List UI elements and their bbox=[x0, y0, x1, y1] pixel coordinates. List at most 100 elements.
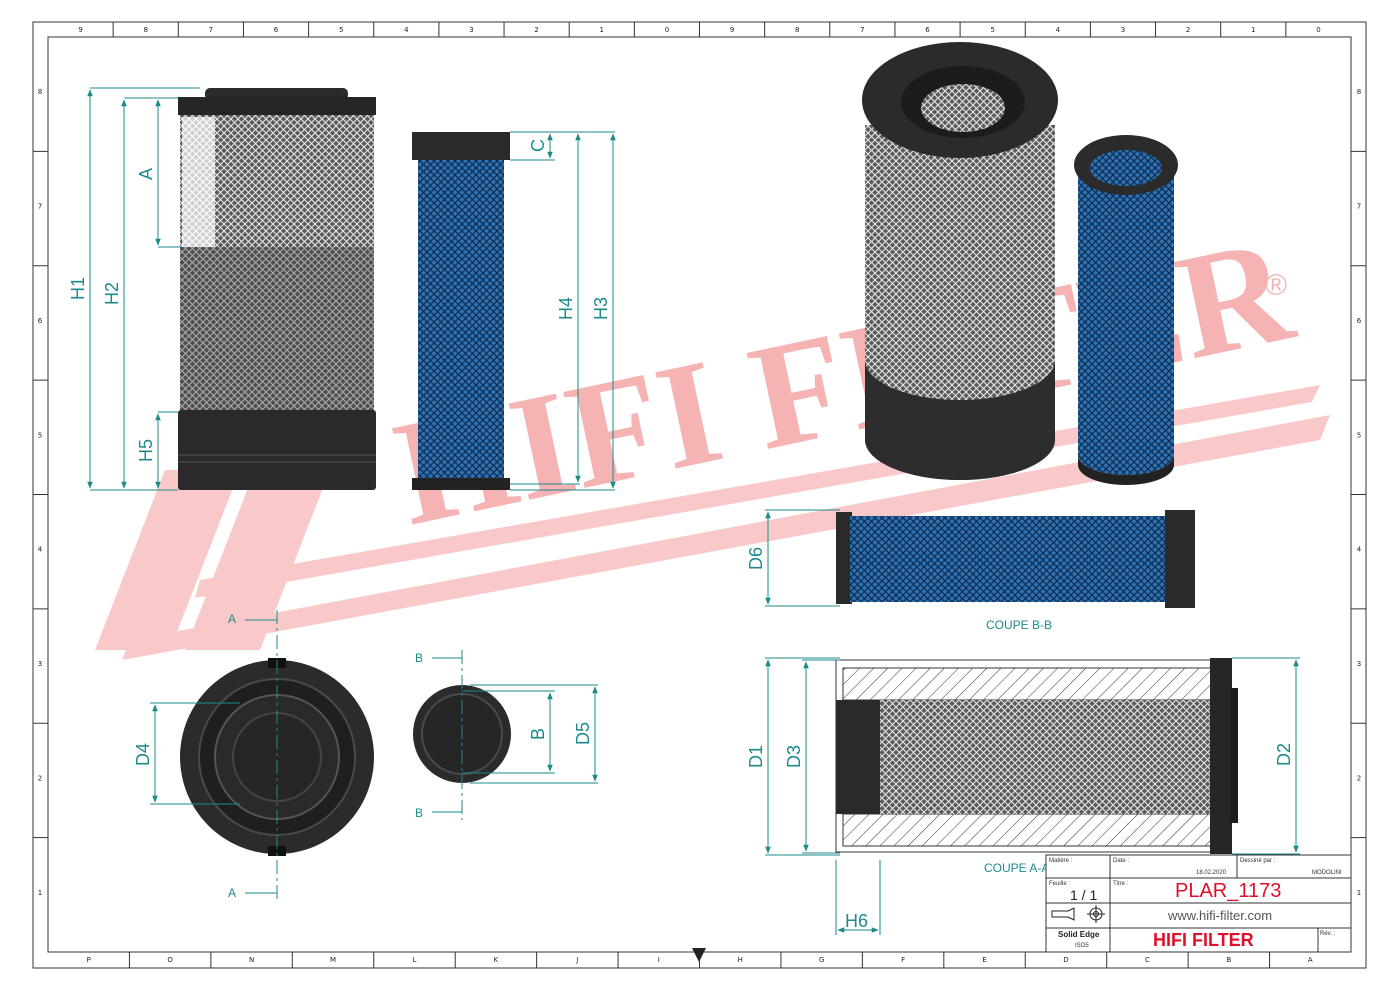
section-aa-label: COUPE A-A bbox=[984, 861, 1049, 875]
grid-label-right: 1 bbox=[1357, 889, 1361, 897]
feuille-label: Feuille : bbox=[1049, 881, 1070, 887]
grid-label-top: 7 bbox=[860, 26, 864, 34]
section-mark-b-top: B bbox=[415, 651, 423, 665]
grid-label-left: 4 bbox=[38, 546, 43, 554]
grid-label-right: 2 bbox=[1357, 774, 1361, 782]
dim-label-h1: H1 bbox=[68, 277, 88, 300]
grid-label-bottom: N bbox=[249, 956, 254, 964]
grid-label-top: 4 bbox=[1056, 26, 1061, 34]
grid-label-right: 5 bbox=[1357, 431, 1361, 439]
grid-label-top: 8 bbox=[143, 26, 147, 34]
section-mark-b-bottom: B bbox=[415, 806, 423, 820]
grid-label-bottom: K bbox=[494, 956, 499, 964]
grid-label-top: 0 bbox=[1316, 26, 1320, 34]
grid-label-right: 7 bbox=[1357, 203, 1361, 211]
grid-label-top: 5 bbox=[990, 26, 994, 34]
grid-label-top: 2 bbox=[534, 26, 538, 34]
dim-label-h2: H2 bbox=[102, 282, 122, 305]
grid-label-top: 1 bbox=[600, 26, 604, 34]
grid-label-bottom: D bbox=[1063, 956, 1068, 964]
grid-label-right: 8 bbox=[1357, 88, 1361, 96]
section-bb-label: COUPE B-B bbox=[986, 618, 1052, 632]
dim-label-c: C bbox=[528, 139, 548, 152]
software-name: Solid Edge bbox=[1058, 930, 1100, 939]
dim-label-h4: H4 bbox=[556, 297, 576, 320]
grid-label-top: 3 bbox=[469, 26, 473, 34]
grid-label-top: 3 bbox=[1121, 26, 1125, 34]
grid-label-bottom: P bbox=[87, 956, 91, 964]
dim-label-d5: D5 bbox=[573, 722, 593, 745]
grid-label-bottom: C bbox=[1145, 956, 1150, 964]
dim-label-d3: D3 bbox=[784, 745, 804, 768]
dimension-lines bbox=[87, 87, 1300, 935]
grid-label-left: 1 bbox=[38, 889, 42, 897]
dessine-label: Dessiné par : bbox=[1240, 858, 1276, 864]
dim-label-h6: H6 bbox=[845, 911, 868, 931]
grid-label-left: 8 bbox=[38, 88, 42, 96]
grid-label-bottom: E bbox=[982, 956, 986, 964]
dim-label-b: B bbox=[528, 728, 548, 740]
grid-label-bottom: O bbox=[167, 956, 173, 964]
grid-label-left: 6 bbox=[38, 317, 43, 325]
watermark-registered: ® bbox=[1265, 269, 1287, 302]
date-label: Date : bbox=[1113, 858, 1129, 864]
grid-label-right: 4 bbox=[1357, 546, 1362, 554]
grid-label-bottom: M bbox=[330, 956, 336, 964]
grid-label-left: 2 bbox=[38, 774, 42, 782]
grid-label-bottom: A bbox=[1308, 956, 1313, 964]
grid-label-top: 4 bbox=[404, 26, 409, 34]
grid-label-top: 6 bbox=[925, 26, 930, 34]
grid-label-top: 1 bbox=[1251, 26, 1255, 34]
dim-label-h5: H5 bbox=[136, 439, 156, 462]
center-mark-icon bbox=[692, 948, 706, 962]
grid-label-top: 6 bbox=[274, 26, 279, 34]
outer-filter-3d-view bbox=[862, 42, 1058, 480]
section-mark-a-bottom: A bbox=[228, 886, 236, 900]
inner-filter-front-view bbox=[412, 132, 510, 490]
dim-label-a: A bbox=[136, 168, 156, 180]
projection-symbol-icon bbox=[1051, 905, 1105, 923]
grid-label-top: 7 bbox=[209, 26, 213, 34]
grid-label-top: 8 bbox=[795, 26, 799, 34]
outer-filter-top-view bbox=[180, 658, 374, 856]
software-sub: ISO5 bbox=[1075, 943, 1089, 949]
grid-label-top: 9 bbox=[730, 26, 734, 34]
section-mark-a-top: A bbox=[228, 612, 236, 626]
inner-filter-3d-view bbox=[1074, 135, 1178, 485]
grid-label-bottom: L bbox=[413, 956, 417, 964]
dim-label-d4: D4 bbox=[133, 743, 153, 766]
date-value: 18.02.2020 bbox=[1196, 870, 1227, 876]
grid-label-top: 9 bbox=[78, 26, 82, 34]
brand-name: HIFI FILTER bbox=[1153, 930, 1254, 950]
section-aa-view bbox=[835, 658, 1238, 854]
titre-label: Titre : bbox=[1113, 881, 1128, 887]
grid-label-right: 6 bbox=[1357, 317, 1362, 325]
matiere-label: Matière : bbox=[1049, 858, 1073, 864]
website: www.hifi-filter.com bbox=[1167, 908, 1272, 923]
dessine-value: MODOLINI bbox=[1312, 870, 1342, 876]
grid-label-left: 7 bbox=[38, 203, 42, 211]
grid-label-bottom: B bbox=[1226, 956, 1231, 964]
rev-label: Rév. : bbox=[1320, 931, 1336, 937]
grid-label-bottom: H bbox=[738, 956, 743, 964]
outer-filter-front-view bbox=[178, 88, 376, 490]
dim-label-d1: D1 bbox=[746, 745, 766, 768]
feuille-value: 1 / 1 bbox=[1070, 887, 1097, 903]
grid-label-right: 3 bbox=[1357, 660, 1361, 668]
grid-label-bottom: J bbox=[575, 956, 578, 964]
grid-label-top: 5 bbox=[339, 26, 343, 34]
section-bb-view bbox=[836, 510, 1195, 608]
grid-label-left: 3 bbox=[38, 660, 42, 668]
grid-label-top: 2 bbox=[1186, 26, 1190, 34]
grid-label-bottom: I bbox=[658, 956, 660, 964]
title-block bbox=[1045, 854, 1352, 953]
grid-label-bottom: G bbox=[819, 956, 824, 964]
grid-label-left: 5 bbox=[38, 431, 42, 439]
section-cut-lines bbox=[245, 610, 463, 900]
dim-label-d2: D2 bbox=[1274, 743, 1294, 766]
dim-label-h3: H3 bbox=[591, 297, 611, 320]
grid-label-bottom: F bbox=[901, 956, 905, 964]
grid-label-top: 0 bbox=[665, 26, 669, 34]
